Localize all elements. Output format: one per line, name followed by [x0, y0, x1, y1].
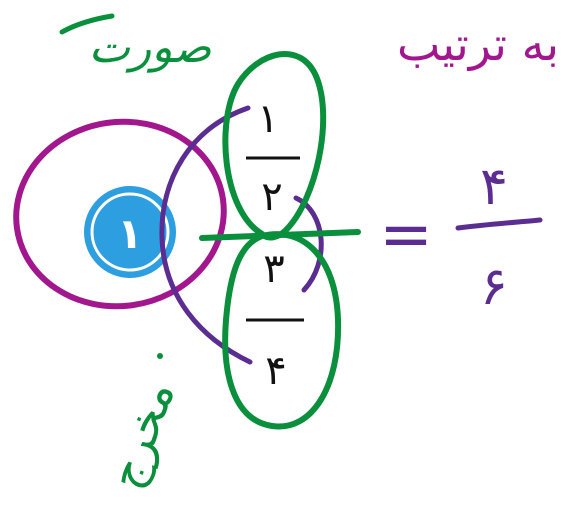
dar-tartib-label: به ترتیب — [397, 17, 559, 72]
fraction-result-bar — [455, 217, 543, 231]
green-loop-top — [222, 51, 327, 241]
green-horizontal-line — [199, 229, 361, 241]
sourat-text: صورت — [89, 22, 212, 73]
number-badge: ۱ — [84, 186, 176, 278]
badge-number: ۱ — [117, 209, 143, 258]
fraction-result: ۴ ۶ — [455, 157, 543, 317]
fraction-top-numerator: ۱ — [257, 96, 278, 142]
green-loop-bottom — [222, 231, 342, 430]
makhraj-label: مخرج — [97, 353, 186, 496]
fraction-bottom-numerator: ۳ — [263, 246, 284, 292]
purple-arc-left — [159, 105, 253, 365]
fraction-bottom-denominator: ۴ — [265, 348, 286, 394]
equals-sign: = — [379, 198, 433, 272]
fraction-top: ۱ ۲ — [246, 96, 300, 220]
magenta-circle — [13, 118, 227, 310]
fraction-bottom: ۳ ۴ — [246, 246, 304, 394]
makhraj-dot — [157, 353, 163, 359]
fraction-result-denominator: ۶ — [480, 257, 508, 317]
sourat-label: صورت — [59, 13, 212, 73]
dar-tartib-text: به ترتیب — [397, 17, 559, 72]
makhraj-text: مخرج — [97, 374, 186, 496]
fraction-top-denominator: ۲ — [261, 174, 282, 220]
fraction-result-numerator: ۴ — [480, 157, 508, 217]
